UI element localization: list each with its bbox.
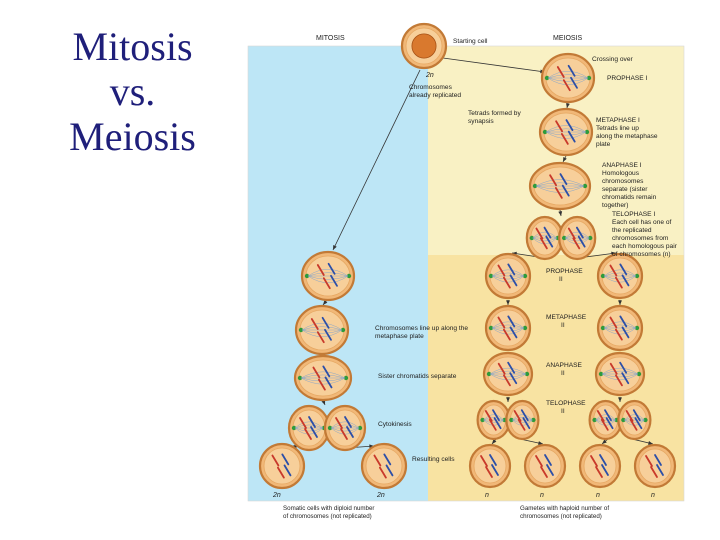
label-replicated-2: already replicated: [409, 92, 461, 99]
cell-interior: [529, 449, 561, 483]
label-metaphase-i-2: Tetrads line up: [596, 125, 639, 132]
mitosis-metaphase-cell: [296, 306, 348, 354]
cell-interior: [264, 448, 300, 484]
label-telophase-i-4: chromosomes from: [612, 235, 669, 242]
meiosis-prophase-ii-cell-right: [598, 254, 642, 298]
label-resulting-cells: Resulting cells: [412, 456, 455, 463]
label-mitosis-anaphase: Sister chromatids separate: [378, 373, 457, 380]
label-mitosis-metaphase-1: Chromosomes line up along the: [375, 325, 468, 332]
label-mitosis-metaphase-2: metaphase plate: [375, 333, 424, 340]
meiosis-metaphase-i-cell: [540, 109, 592, 155]
label-prophase-ii-1: PROPHASE: [546, 268, 583, 275]
mitosis-prophase-cell: [302, 252, 354, 300]
meiosis-telophase-i-cell-left: [527, 217, 563, 259]
label-cytokinesis: Cytokinesis: [378, 421, 412, 428]
label-telophase-ii-1: TELOPHASE: [546, 400, 586, 407]
label-metaphase-i-1: METAPHASE I: [596, 117, 640, 124]
label-anaphase-i-1: ANAPHASE I: [602, 162, 642, 169]
meiosis-telophase-ii-cell-left-right: [506, 401, 538, 439]
label-telophase-i-1: TELOPHASE I: [612, 211, 655, 218]
label-telophase-i-5: each homologous pair: [612, 243, 678, 250]
ploidy-mitosis-b: 2n: [376, 492, 385, 499]
meiosis-header: MEIOSIS: [553, 35, 583, 42]
ploidy-gamete-4: n: [651, 492, 655, 499]
label-tetrads-1: Tetrads formed by: [468, 110, 521, 117]
label-crossing-over: Crossing over: [592, 56, 633, 63]
ploidy-gamete-3: n: [596, 492, 600, 499]
cell-interior: [366, 448, 402, 484]
meiosis-telophase-ii-cell-left-left: [478, 401, 510, 439]
gamete-cell-2: [525, 445, 565, 487]
mitosis-anaphase-cell: [295, 356, 351, 400]
cell-interior: [474, 449, 506, 483]
mitosis-header: MITOSIS: [316, 35, 345, 42]
meiosis-metaphase-ii-cell-left: [486, 306, 530, 350]
cell-interior: [584, 449, 616, 483]
meiosis-prophase-i-cell: [542, 54, 594, 102]
label-anaphase-i-6: together): [602, 202, 628, 209]
meiosis-prophase-ii-cell-left: [486, 254, 530, 298]
label-prophase-i: PROPHASE I: [607, 75, 647, 82]
label-metaphase-ii-1: METAPHASE: [546, 314, 587, 321]
label-prophase-ii-2: II: [559, 276, 563, 283]
footer-mitosis-1: Somatic cells with diploid number: [283, 505, 374, 512]
label-metaphase-ii-2: II: [561, 322, 565, 329]
label-anaphase-i-2: Homologous: [602, 170, 640, 177]
ploidy-mitosis-a: 2n: [272, 492, 281, 499]
label-tetrads-2: synapsis: [468, 118, 494, 125]
mitosis-cytokinesis-cell-left: [289, 406, 329, 450]
mitosis-result-cell-2: [362, 444, 406, 488]
footer-meiosis-2: chromosomes (not replicated): [520, 513, 602, 520]
label-anaphase-i-4: separate (sister: [602, 186, 648, 193]
label-metaphase-i-3: along the metaphase: [596, 133, 658, 140]
label-anaphase-i-5: chromatids remain: [602, 194, 657, 201]
ploidy-gamete-2: n: [540, 492, 544, 499]
meiosis-telophase-i-cell-right: [559, 217, 595, 259]
meiosis-anaphase-i-cell: [530, 163, 590, 209]
label-anaphase-i-3: chromosomes: [602, 178, 644, 185]
label-starting-cell: Starting cell: [453, 38, 488, 45]
cell-interior: [639, 449, 671, 483]
mitosis-result-cell-1: [260, 444, 304, 488]
label-metaphase-i-4: plate: [596, 141, 611, 148]
mitosis-cytokinesis-cell-right: [325, 406, 365, 450]
label-telophase-ii-2: II: [561, 408, 565, 415]
label-anaphase-ii-2: II: [561, 370, 565, 377]
nucleus: [412, 34, 436, 58]
label-telophase-i-6: of chromosomes (n): [612, 251, 671, 258]
label-telophase-i-2: Each cell has one of: [612, 219, 672, 226]
label-replicated-1: Chromosomes: [409, 84, 453, 91]
label-telophase-i-3: the replicated: [612, 227, 652, 234]
footer-meiosis-1: Gametes with haploid number of: [520, 505, 609, 512]
ploidy-start: 2n: [425, 72, 434, 79]
footer-mitosis-2: of chromosomes (not replicated): [283, 513, 372, 520]
ploidy-gamete-1: n: [485, 492, 489, 499]
label-anaphase-ii-1: ANAPHASE: [546, 362, 583, 369]
gamete-cell-4: [635, 445, 675, 487]
gamete-cell-1: [470, 445, 510, 487]
meiosis-metaphase-ii-cell-right: [598, 306, 642, 350]
meiosis-anaphase-ii-cell-right: [596, 353, 644, 395]
meiosis-telophase-ii-cell-right-left: [590, 401, 622, 439]
meiosis-anaphase-ii-cell-left: [484, 353, 532, 395]
meiosis-telophase-ii-cell-right-right: [618, 401, 650, 439]
starting-cell: [402, 24, 446, 68]
gamete-cell-3: [580, 445, 620, 487]
